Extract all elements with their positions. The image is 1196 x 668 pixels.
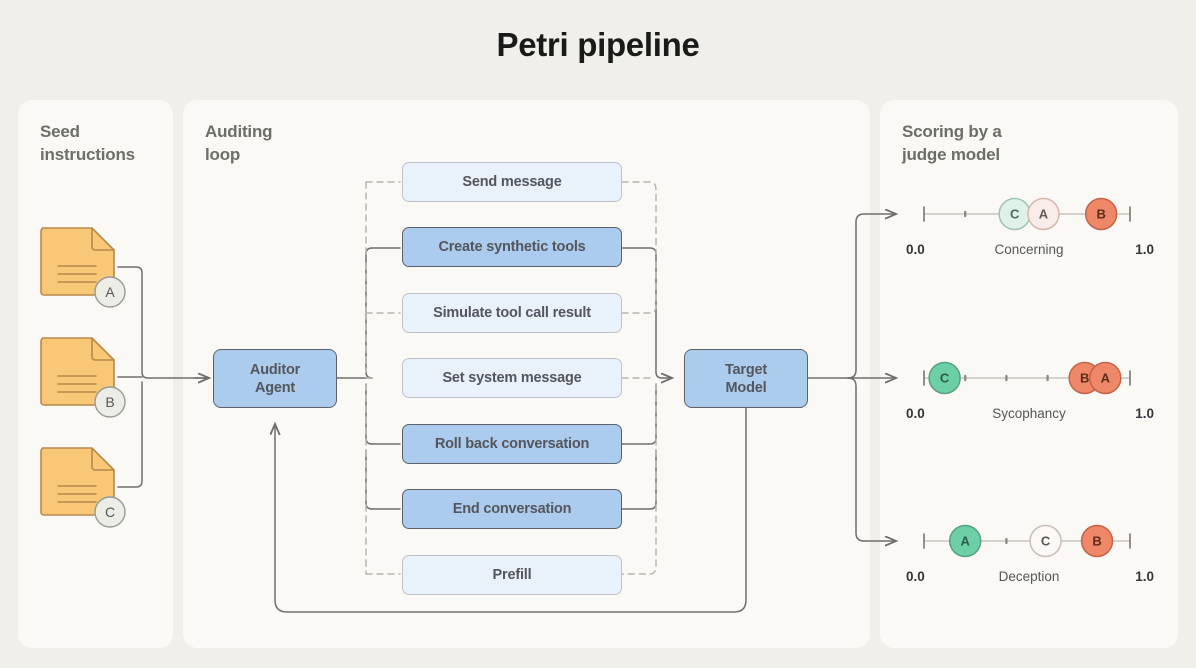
- seed-document-b[interactable]: B: [40, 335, 132, 419]
- tool-label: Send message: [462, 174, 562, 190]
- node-target-model[interactable]: Target Model: [684, 349, 808, 408]
- node-auditor-agent[interactable]: Auditor Agent: [213, 349, 337, 408]
- score-max-label: 1.0: [1135, 569, 1154, 584]
- seed-badge-label: B: [105, 394, 114, 410]
- score-marker-label: B: [1080, 371, 1089, 386]
- score-scale-deception: A C B 0.0 Deception 1.0: [900, 517, 1158, 607]
- score-marker-label: A: [961, 534, 971, 549]
- score-scale-concerning: C A B 0.0 Concerning 1.0: [900, 190, 1158, 280]
- panel-seed-title-line2: instructions: [40, 145, 135, 164]
- tool-prefill[interactable]: Prefill: [402, 555, 622, 595]
- score-marker: [1080, 524, 1114, 558]
- panel-seed-title-line1: Seed: [40, 122, 80, 141]
- page-title: Petri pipeline: [496, 26, 700, 63]
- panel-scoring-title-line1: Scoring by a: [902, 122, 1002, 141]
- auditor-agent-label: Auditor Agent: [249, 361, 301, 396]
- score-max-label: 1.0: [1135, 406, 1154, 421]
- target-model-label: Target Model: [724, 361, 768, 396]
- score-min-label: 0.0: [906, 406, 925, 421]
- score-marker: [1029, 524, 1062, 558]
- score-marker: [1084, 197, 1118, 231]
- score-marker: [1089, 361, 1122, 395]
- panel-auditing-title-line1: Auditing: [205, 122, 273, 141]
- tool-label: Prefill: [492, 567, 532, 583]
- score-name-label: Deception: [998, 569, 1060, 584]
- tool-label: Set system message: [442, 370, 582, 386]
- tool-send-message[interactable]: Send message: [402, 162, 622, 202]
- tool-label: Simulate tool call result: [433, 305, 591, 321]
- tool-roll-back-conversation[interactable]: Roll back conversation: [402, 424, 622, 464]
- score-marker-label: A: [1039, 207, 1049, 222]
- panel-scoring-title-line2: judge model: [902, 145, 1000, 164]
- score-marker: [928, 361, 961, 395]
- seed-document-c[interactable]: C: [40, 445, 132, 529]
- seed-badge-label: A: [105, 284, 115, 300]
- tool-create-synthetic-tools[interactable]: Create synthetic tools: [402, 227, 622, 267]
- score-name-label: Concerning: [994, 242, 1064, 257]
- tool-set-system-message[interactable]: Set system message: [402, 358, 622, 398]
- panel-auditing-title-line2: loop: [205, 145, 241, 164]
- score-min-label: 0.0: [906, 569, 925, 584]
- panel-scoring-title: Scoring by a judge model: [902, 120, 1002, 166]
- seed-document-a[interactable]: A: [40, 225, 132, 309]
- score-marker-label: C: [1041, 534, 1051, 549]
- tool-end-conversation[interactable]: End conversation: [402, 489, 622, 529]
- panel-seed-title: Seed instructions: [40, 120, 135, 166]
- score-marker-label: A: [1101, 371, 1111, 386]
- tool-label: Roll back conversation: [434, 436, 590, 452]
- score-marker: [948, 524, 982, 558]
- score-max-label: 1.0: [1135, 242, 1154, 257]
- score-name-label: Sycophancy: [992, 406, 1066, 421]
- tool-label: End conversation: [452, 501, 572, 517]
- score-marker-label: B: [1096, 207, 1105, 222]
- tool-simulate-tool-call-result[interactable]: Simulate tool call result: [402, 293, 622, 333]
- score-marker-label: C: [940, 371, 950, 386]
- score-marker-label: B: [1092, 534, 1101, 549]
- score-marker-label: C: [1010, 207, 1020, 222]
- score-marker: [1027, 197, 1060, 231]
- tool-label: Create synthetic tools: [438, 239, 586, 255]
- seed-badge-label: C: [105, 504, 115, 520]
- panel-auditing-title: Auditing loop: [205, 120, 273, 166]
- score-min-label: 0.0: [906, 242, 925, 257]
